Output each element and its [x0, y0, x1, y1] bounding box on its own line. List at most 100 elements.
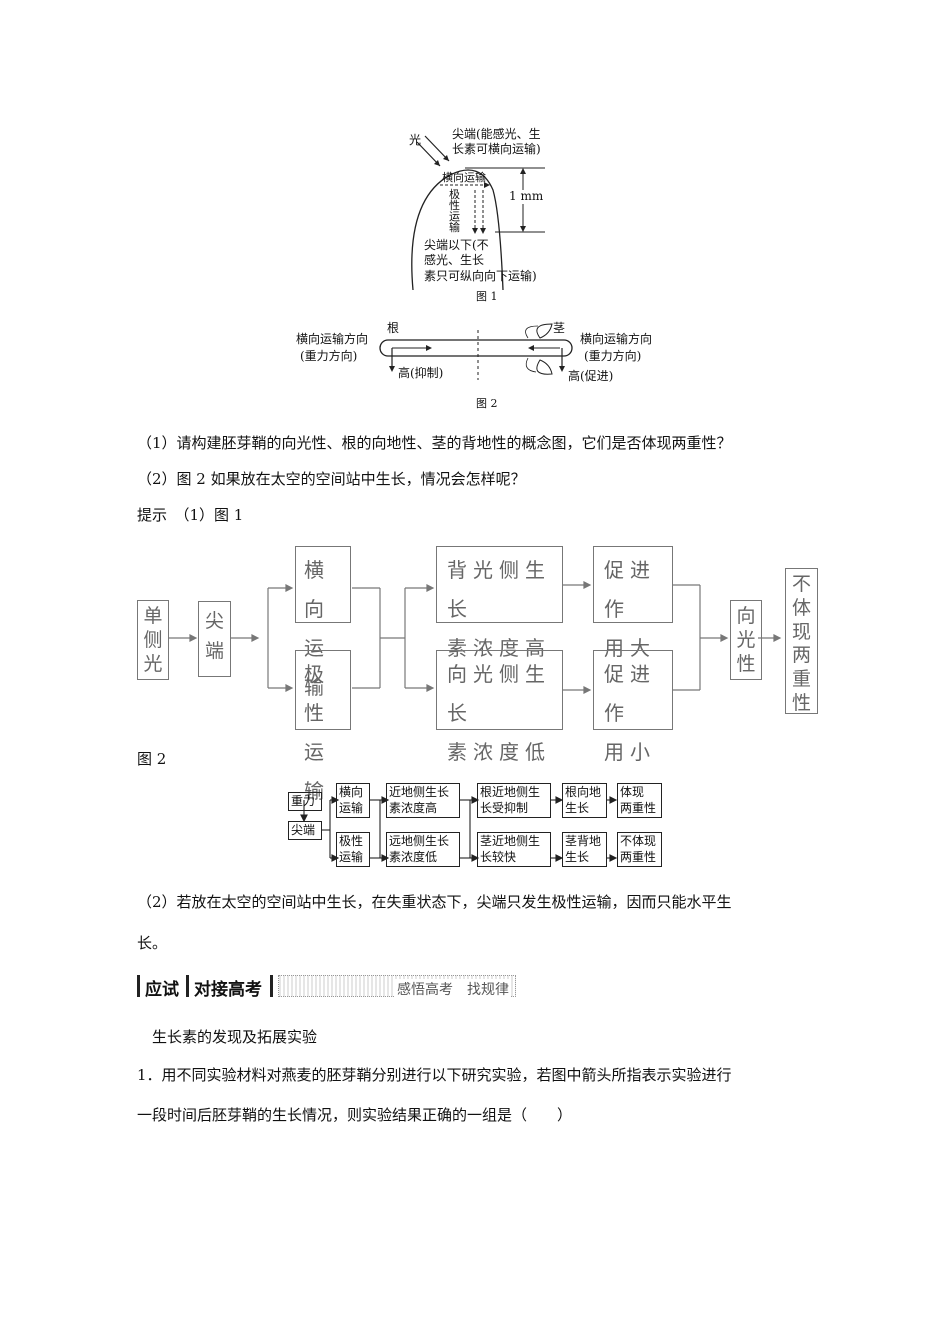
tip-text-2: 尖端: [291, 823, 316, 837]
question-1: （1）请构建胚芽鞘的向光性、根的向地性、茎的背地性的概念图，它们是否体现两重性？: [137, 434, 732, 452]
root-near-box: 根近地侧生 长受抑制: [477, 783, 551, 818]
answer-2-line2: 长。: [137, 934, 168, 952]
left-direction-line2: (重力方向): [300, 349, 358, 363]
horizontal-seedling-diagram: [379, 323, 573, 380]
stem-geotropism-box: 茎背地 生长: [562, 832, 607, 867]
length-label: 1 mm: [509, 189, 544, 204]
right-high-label: 高(促进): [568, 369, 614, 383]
figure-2-caption: 图 2: [476, 397, 498, 410]
polar-char-1: 极: [449, 188, 460, 201]
promote-large-box: 促进作 用大: [593, 546, 673, 660]
root-near-line2: 长受抑制: [480, 800, 529, 815]
transverse-2-line2: 运输: [339, 800, 364, 815]
polar-2-line1: 极性: [339, 834, 364, 848]
phototropism-text: 向光性: [736, 605, 756, 675]
figure-1-caption: 图 1: [476, 290, 498, 303]
duality-line2: 两重性: [620, 800, 657, 815]
stem-label: 茎: [553, 321, 566, 335]
hint-label: 提示 （1）图 1: [137, 506, 244, 524]
root-near-line1: 根近地侧生: [480, 785, 541, 799]
no-duality-2-line1: 不体现: [620, 834, 657, 848]
tip-text: 尖端: [205, 610, 225, 663]
far-side-line1: 远地侧生长: [389, 834, 450, 848]
light-side-box: 向光侧生长 素浓度低: [436, 650, 563, 764]
below-desc-line3: 素只可纵向向下运输): [424, 269, 537, 283]
no-duality-2-line2: 两重性: [620, 849, 657, 864]
left-high-label: 高(抑制): [398, 366, 444, 380]
right-direction-line1: 横向运输方向: [580, 332, 653, 346]
figure-2-label: 图 2: [137, 750, 167, 768]
root-geotropism-line2: 生长: [565, 800, 590, 815]
stem-geotropism-line2: 生长: [565, 849, 590, 864]
near-side-line2: 素浓度高: [389, 800, 438, 815]
gravity-text: 重力: [291, 794, 316, 808]
promote-small-box: 促进作 用小: [593, 650, 673, 764]
gravity-box: 重力: [288, 792, 322, 811]
tip-box-1: 尖端: [198, 601, 231, 677]
polar-box: 极性 运输: [295, 650, 351, 803]
polar-2-line2: 运输: [339, 849, 364, 864]
banner-right-text: 感悟高考 找规律: [395, 979, 511, 999]
tip-box-2: 尖端: [288, 821, 322, 840]
single-light-text: 单侧光: [143, 605, 163, 675]
promote-large-line2: 用大: [604, 636, 656, 660]
stem-geotropism-line1: 茎背地: [565, 834, 602, 848]
far-side-line2: 素浓度低: [389, 849, 438, 864]
stem-near-line1: 茎近地侧生: [480, 834, 541, 848]
no-duality-box-2: 不体现 两重性: [617, 832, 662, 867]
section-title: 生长素的发现及拓展实验: [152, 1028, 318, 1046]
transverse-box-2: 横向 运输: [336, 783, 370, 818]
promote-small-line1: 促进作: [604, 662, 656, 725]
light-label: 光: [409, 133, 422, 147]
light-side-line1: 向光侧生长: [447, 662, 551, 725]
near-side-line1: 近地侧生长: [389, 785, 450, 799]
light-side-line2: 素浓度低: [447, 740, 551, 764]
polar-char-3: 运: [449, 210, 460, 223]
tip-desc-line1: 尖端(能感光、生: [452, 127, 541, 141]
banner-tag-exam: 应试: [145, 980, 179, 1000]
below-desc-line2: 感光、生长: [424, 253, 485, 267]
polar-char-4: 输: [449, 221, 460, 234]
stem-near-box: 茎近地侧生 长较快: [477, 832, 551, 867]
transverse-line1: 横向: [304, 558, 330, 621]
transverse-label: 横向运输: [442, 171, 486, 184]
banner-tag-link: 对接高考: [194, 980, 262, 1000]
problem-1-line1: 1．用不同实验材料对燕麦的胚芽鞘分别进行以下研究实验，若图中箭头所指表示实验进行: [137, 1066, 732, 1084]
root-geotropism-line1: 根向地: [565, 785, 602, 799]
transverse-2-line1: 横向: [339, 785, 364, 799]
stem-near-line2: 长较快: [480, 849, 517, 864]
far-side-box: 远地侧生长 素浓度低: [386, 832, 460, 867]
polar-char-2: 性: [449, 199, 460, 212]
duality-line1: 体现: [620, 785, 645, 799]
polar-box-2: 极性 运输: [336, 832, 370, 867]
left-direction-line1: 横向运输方向: [296, 332, 369, 346]
tip-desc-line2: 长素可横向运输): [452, 142, 541, 156]
no-duality-text: 不体现两重性: [792, 573, 812, 714]
banner-strip: 感悟高考 找规律: [278, 975, 516, 999]
concept-map-1-connectors: [169, 581, 782, 694]
answer-2-line1: （2）若放在太空的空间站中生长，在失重状态下，尖端只发生极性运输，因而只能水平生: [137, 893, 732, 911]
transverse-box: 横向 运输: [295, 546, 351, 699]
banner-bar-left: [137, 975, 140, 997]
promote-large-line1: 促进作: [604, 558, 656, 621]
root-geotropism-box: 根向地 生长: [562, 783, 607, 818]
promote-small-line2: 用小: [604, 740, 656, 764]
below-desc-line1: 尖端以下(不: [424, 238, 489, 252]
right-direction-line2: (重力方向): [584, 349, 642, 363]
polar-line2: 运输: [304, 740, 330, 803]
transverse-line2: 运输: [304, 636, 330, 699]
banner-bar-mid: [186, 975, 189, 997]
single-light-box: 单侧光: [137, 600, 169, 680]
problem-1-line2: 一段时间后胚芽鞘的生长情况，则实验结果正确的一组是（ ）: [137, 1106, 573, 1124]
phototropism-box: 向光性: [730, 600, 762, 680]
no-duality-box: 不体现两重性: [785, 568, 818, 714]
root-label: 根: [387, 321, 400, 335]
duality-box: 体现 两重性: [617, 783, 662, 818]
near-side-box: 近地侧生长 素浓度高: [386, 783, 460, 818]
back-side-line1: 背光侧生长: [447, 558, 551, 621]
question-2: （2）图 2 如果放在太空的空间站中生长，情况会怎样呢？: [137, 470, 526, 488]
back-side-line2: 素浓度高: [447, 636, 551, 660]
concept-map-2-connectors: [300, 796, 618, 862]
polar-line1: 极性: [304, 662, 330, 725]
banner-bar-right: [270, 975, 273, 997]
